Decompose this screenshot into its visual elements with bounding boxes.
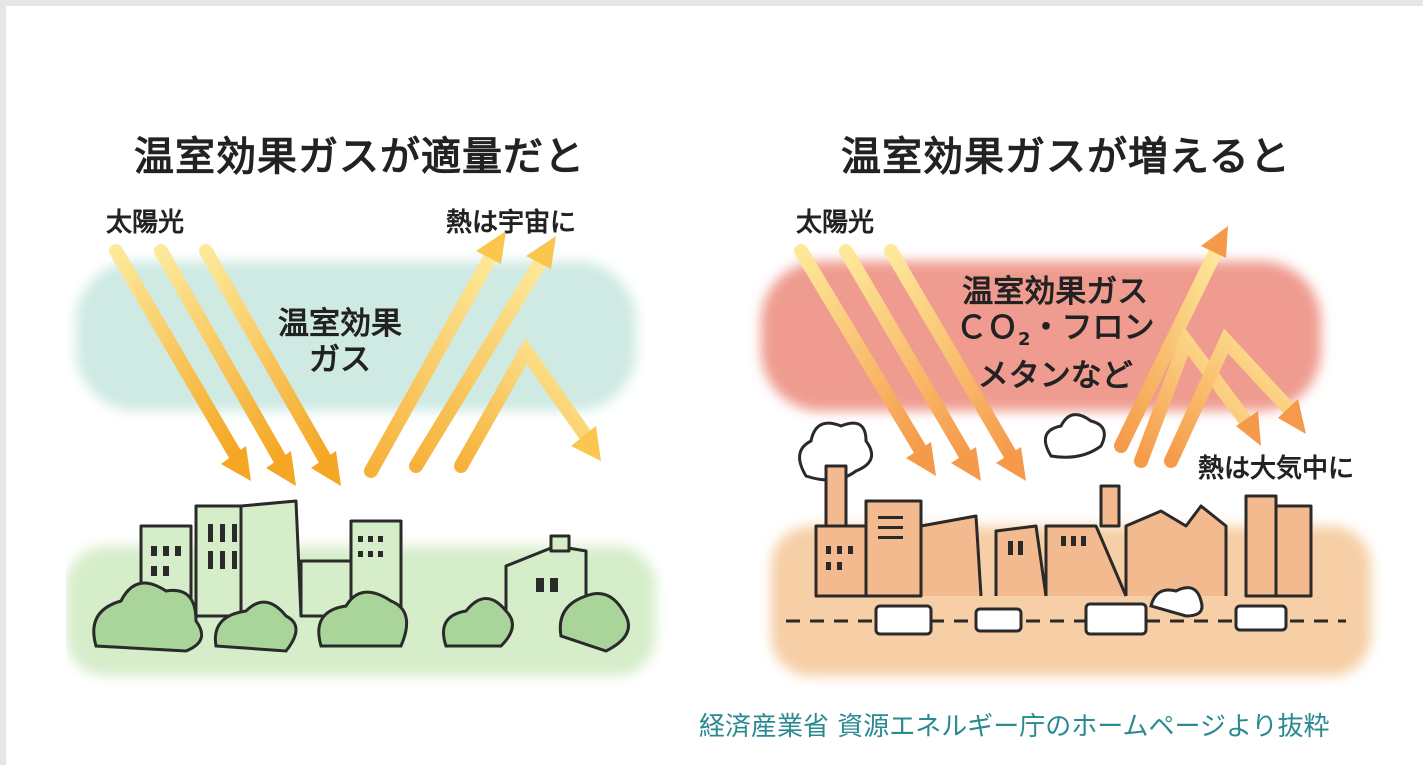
vehicles [874,602,1288,636]
building-windows [826,516,1086,570]
scene-appropriate-gas [66,231,656,676]
sunlight-arrows [109,244,333,468]
heat-in-atmosphere-label: 熱は大気中に [1198,454,1355,484]
gas-freon: ・フロン [1030,310,1155,346]
building-windows [151,524,558,592]
gas-co2: ＣＯ [956,310,1018,346]
gas-label-line1: 温室効果ガス [962,274,1149,310]
gas-layer [76,261,636,411]
sunlight-arrowheads [221,446,341,486]
heat-to-space-label: 熱は宇宙に [446,208,577,238]
sunlight-arrows [794,244,1018,463]
greenhouse-gas-label: 温室効果ガス ＣＯ2・フロン メタンなど [956,274,1155,394]
source-caption: 経済産業省 資源エネルギー庁のホームページより抜粋 [699,712,1330,742]
gas-label-line3: メタンなど [977,358,1133,395]
gas-label-line1: 温室効果 [278,306,402,342]
sunlight-label: 太陽光 [796,208,875,238]
title-increased-gas: 温室効果ガスが増えると [841,134,1291,180]
title-appropriate-gas: 温室効果ガスが適量だと [134,134,585,180]
scene-increased-gas [761,226,1371,676]
city-buildings [139,499,588,618]
heat-arrows [1114,244,1298,468]
trees [92,581,630,653]
gas-label-line2: ガス [309,342,371,378]
heat-arrows [364,249,593,478]
sunlight-label: 太陽光 [106,208,185,238]
heat-arrowheads [476,231,601,461]
heat-arrowheads [1201,226,1306,446]
gas-co2-subscript: 2 [1018,329,1031,351]
sunlight-arrowheads [906,442,1026,481]
smoke [798,413,1106,482]
panel-increased-gas: 温室効果ガスが増えると 太陽光 熱は大気中に 温室効果ガス ＣＯ2・フロン メタ… [746,6,1406,706]
greenhouse-gas-label: 温室効果 ガス [278,306,402,378]
exhaust [1149,586,1204,618]
gas-label-line2: ＣＯ2・フロン [956,310,1155,358]
panel-appropriate-gas: 温室効果ガスが適量だと 太陽光 熱は宇宙に 温室効果 ガス [66,6,666,706]
